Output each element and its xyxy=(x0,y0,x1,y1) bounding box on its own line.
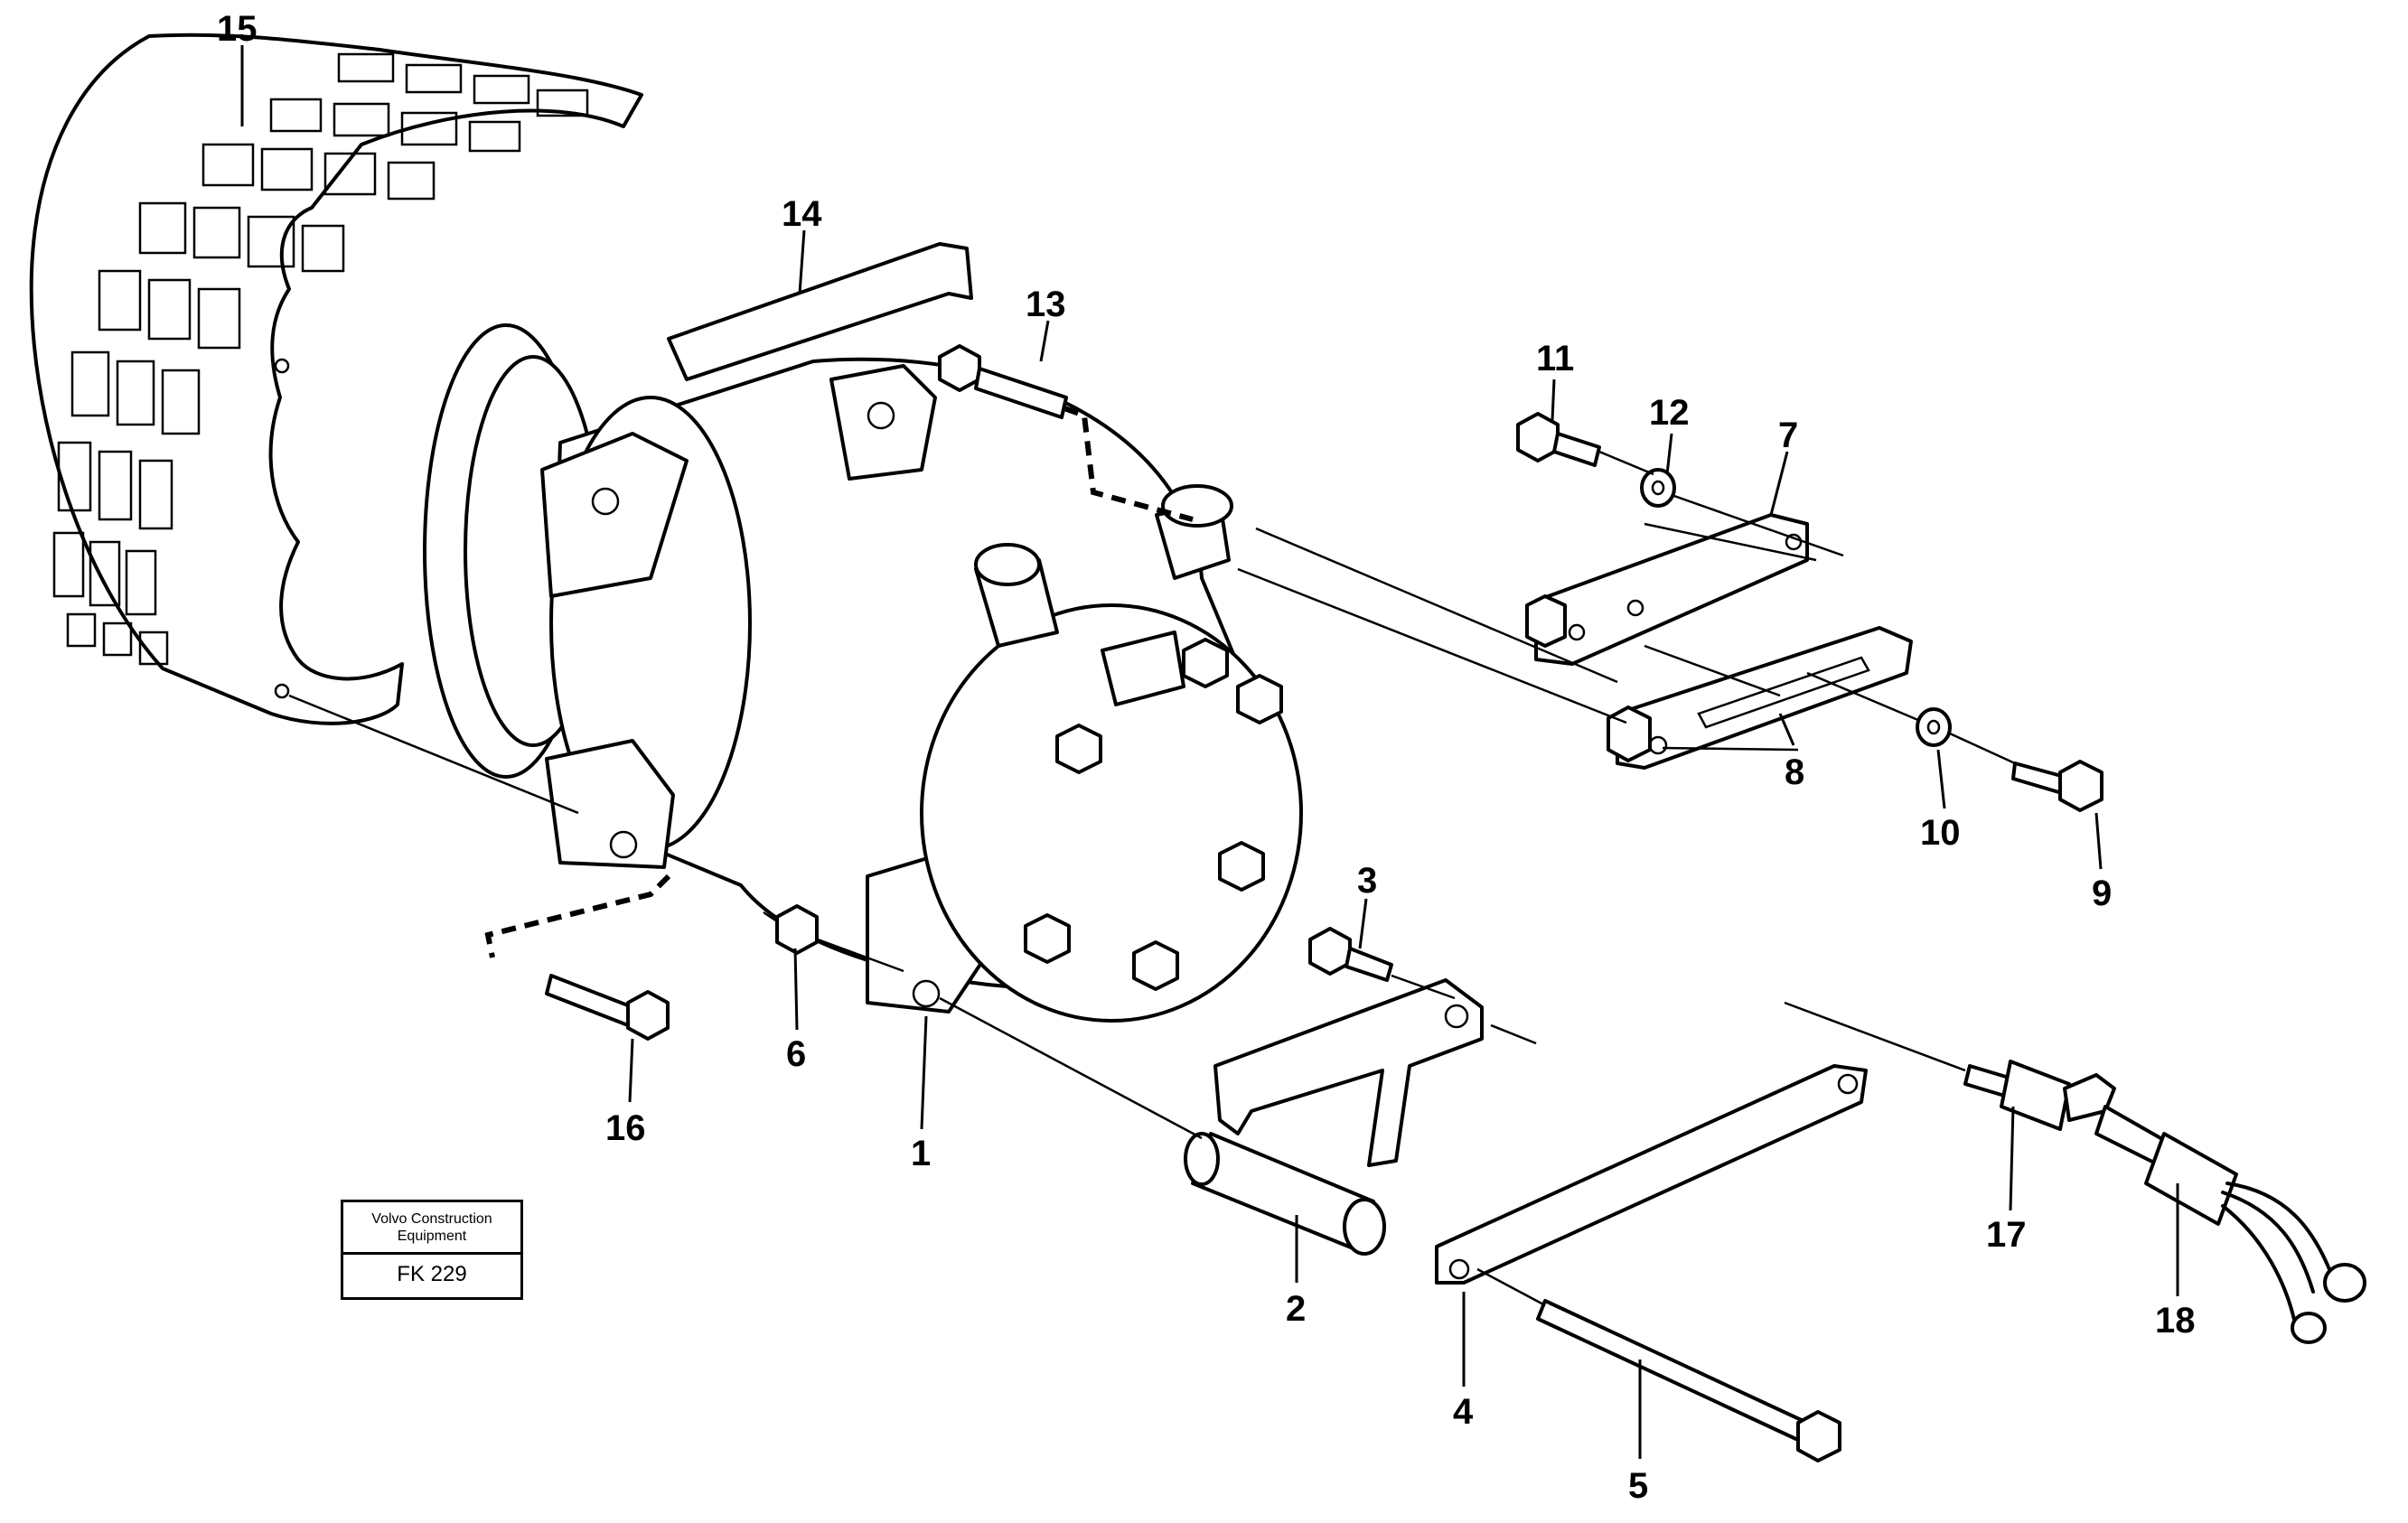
callout-12: 12 xyxy=(1649,393,1690,433)
link-plate-7 xyxy=(1525,513,1809,666)
figure-code: FK 229 xyxy=(397,1262,467,1286)
title-block: Volvo Construction Equipment FK 229 xyxy=(341,1200,523,1300)
ac-compressor xyxy=(423,323,1303,1023)
drive-belt xyxy=(667,242,973,381)
spacer-tube-2 xyxy=(1184,1132,1386,1256)
long-bolt-5 xyxy=(1536,1299,1841,1462)
washer-10 xyxy=(1916,707,1952,747)
callout-5: 5 xyxy=(1628,1466,1648,1506)
company-line-1: Volvo Construction xyxy=(371,1211,492,1227)
leader-lines xyxy=(240,45,2179,1459)
callout-10: 10 xyxy=(1920,813,1961,853)
callout-4: 4 xyxy=(1453,1392,1474,1432)
cable-harness-18 xyxy=(2094,1105,2366,1344)
callout-1: 1 xyxy=(911,1134,931,1173)
bracket xyxy=(1213,978,1484,1167)
nut-6 xyxy=(763,904,819,955)
strap-4 xyxy=(1435,1064,1868,1285)
pressure-switch-17 xyxy=(1963,1060,2116,1131)
callout-11: 11 xyxy=(1536,339,1574,378)
callout-17: 17 xyxy=(1986,1215,2027,1255)
bolt-13 xyxy=(938,344,1194,522)
callout-13: 13 xyxy=(1026,285,1066,324)
callout-labels: 15 14 13 11 12 7 8 10 9 3 6 1 16 2 4 5 1… xyxy=(217,9,2196,1506)
callout-15: 15 xyxy=(217,9,258,49)
assembly-lines xyxy=(288,450,2016,1307)
belt-guard xyxy=(29,33,643,725)
bolt-9 xyxy=(2011,760,2103,812)
callout-18: 18 xyxy=(2155,1301,2196,1341)
bolt-3 xyxy=(1308,927,1393,982)
washer-12 xyxy=(1640,468,1676,508)
callout-14: 14 xyxy=(782,194,822,234)
callout-2: 2 xyxy=(1286,1289,1306,1329)
callout-8: 8 xyxy=(1785,752,1804,792)
callout-9: 9 xyxy=(2092,874,2112,913)
callout-16: 16 xyxy=(605,1108,646,1148)
callout-3: 3 xyxy=(1357,861,1377,901)
callout-7: 7 xyxy=(1778,416,1798,455)
callout-6: 6 xyxy=(786,1034,806,1074)
company-line-2: Equipment xyxy=(397,1229,467,1244)
bolt-16 xyxy=(484,874,671,1041)
bolt-11 xyxy=(1516,412,1601,467)
title-block-company: Volvo Construction Equipment xyxy=(343,1202,520,1255)
